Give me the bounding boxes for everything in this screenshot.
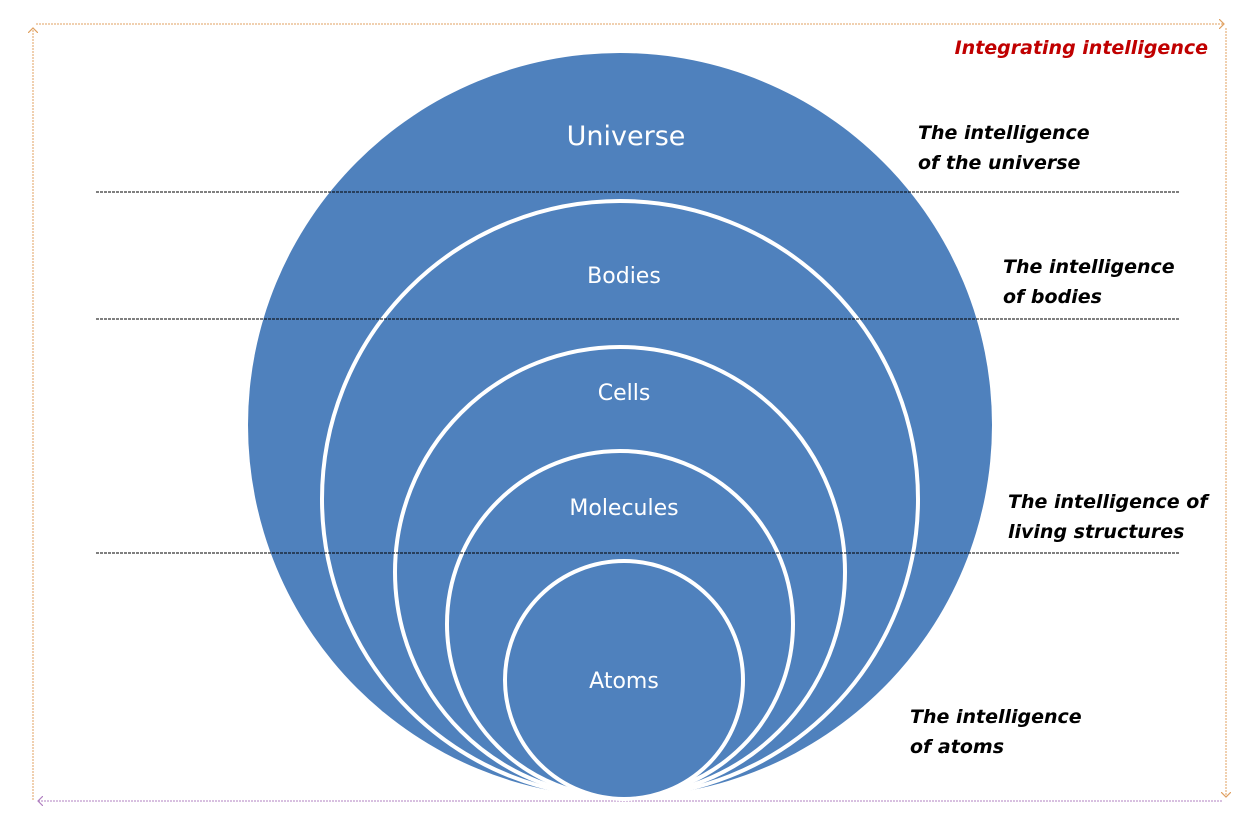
label-molecules: Molecules <box>569 496 678 521</box>
level-label-universe-line2: of the universe <box>918 152 1081 174</box>
label-cells: Cells <box>598 381 651 406</box>
label-bodies: Bodies <box>587 264 661 289</box>
circle-atoms <box>503 559 745 801</box>
label-atoms: Atoms <box>589 669 659 694</box>
level-label-living-line2: living structures <box>1008 521 1184 543</box>
level-label-bodies-line2: of bodies <box>1003 286 1102 308</box>
level-label-atoms-line2: of atoms <box>910 736 1004 758</box>
level-label-bodies-line1: The intelligence <box>1003 256 1175 278</box>
diagram-title: Integrating intelligence <box>955 37 1209 59</box>
level-label-universe-line1: The intelligence <box>918 122 1090 144</box>
level-label-atoms-line1: The intelligence <box>910 706 1082 728</box>
level-label-living-line1: The intelligence of <box>1008 491 1210 513</box>
label-universe: Universe <box>567 121 686 152</box>
